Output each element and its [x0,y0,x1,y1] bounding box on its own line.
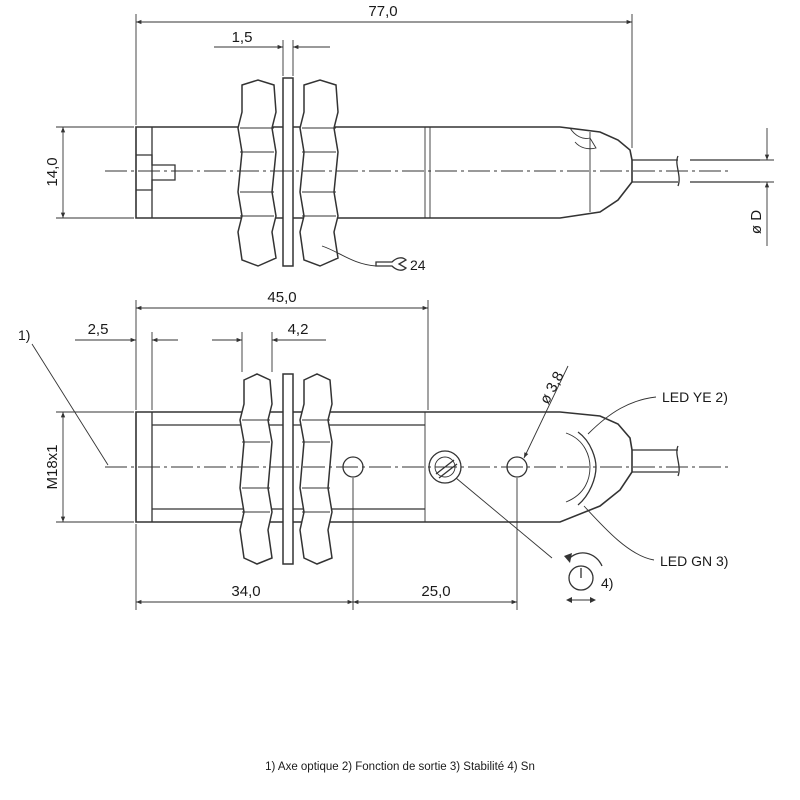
wrench-size: 24 [410,257,426,273]
bottom-nut-right [299,373,333,565]
callout-4: 4) [601,575,613,591]
dim-nut-width: 4,2 [288,321,309,338]
dim-thread-length: 45,0 [267,289,296,306]
callout-1: 1) [18,327,30,343]
top-sensor-body [135,126,633,219]
led-yellow-label: LED YE 2) [662,389,728,405]
dim-hole-diameter: ø 3,8 [536,369,567,407]
wrench-icon [375,257,408,271]
top-washer [282,77,294,267]
rotation-adjust-icon [564,552,603,603]
dim-lens-offset: 34,0 [231,583,260,600]
dim-thread: M18x1 [44,444,61,489]
bottom-nut-left [239,373,273,565]
dim-cable-diameter: ø D [748,210,765,234]
dim-setback: 2,5 [88,321,109,338]
dim-led-spacing: 25,0 [421,583,450,600]
legend-footnote: 1) Axe optique 2) Fonction de sortie 3) … [265,761,535,773]
bottom-view: 45,0 2,5 4,2 M18x1 34,0 25,0 ø 3,8 1) [18,289,730,610]
bottom-washer [282,373,294,565]
bottom-cable [632,445,680,477]
led-green-label: LED GN 3) [660,553,728,569]
dim-body-diameter: 14,0 [44,157,61,186]
top-nut-right [299,79,339,267]
top-view: 77,0 1,5 14,0 ø D 24 [44,3,774,273]
top-nut-left [237,79,277,267]
dim-washer-thickness: 1,5 [232,29,253,46]
dim-overall-length: 77,0 [368,3,397,20]
